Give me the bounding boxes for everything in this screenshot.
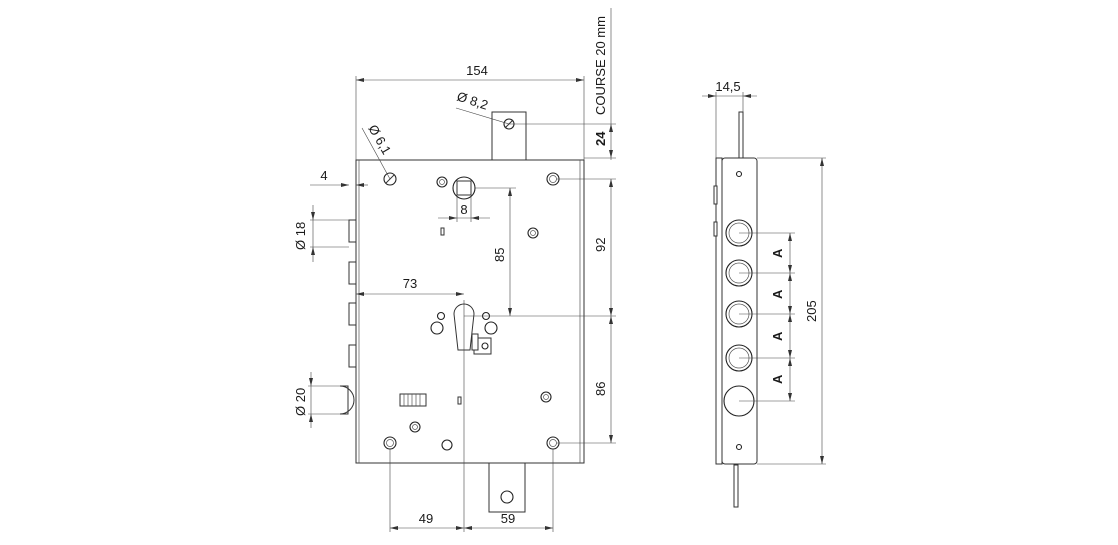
cylinder-screw-hole: [484, 321, 498, 335]
lock-side-view: [713, 111, 758, 508]
dim-8-label: 8: [460, 202, 467, 217]
pitch-a-label: A: [770, 248, 785, 258]
side-view-dimensions: 14,5 205 A A A A: [702, 79, 826, 465]
lock-front-view: [339, 111, 585, 513]
dim-4-label: 4: [320, 168, 327, 183]
cylinder-screw-hole: [430, 321, 444, 335]
square-spindle-hole: [456, 180, 472, 196]
top-rod: [738, 111, 744, 159]
bottom-strike-tab: [488, 461, 526, 513]
dim-49-label: 49: [419, 511, 433, 526]
dim-154-label: 154: [466, 63, 488, 78]
pitch-a-label: A: [770, 289, 785, 299]
dim-24-label: 24: [593, 131, 608, 146]
rivet: [527, 227, 539, 239]
fixing-hole: [383, 436, 397, 450]
rivet: [436, 176, 448, 188]
rivet: [540, 391, 552, 403]
pitch-a-label: A: [770, 374, 785, 384]
pitch-a-label: A: [770, 331, 785, 341]
bottom-rod: [733, 464, 739, 508]
dim-59-label: 59: [501, 511, 515, 526]
bottom-tab-hole: [500, 490, 514, 504]
rack-mechanism: [399, 393, 427, 407]
hole: [441, 439, 453, 451]
dim-73-label: 73: [403, 276, 417, 291]
d61-label: Ø 6,1: [365, 122, 394, 157]
rivet: [409, 421, 421, 433]
dim-205-label: 205: [804, 300, 819, 322]
dim-86-label: 86: [593, 382, 608, 396]
dim-14-5-label: 14,5: [715, 79, 740, 94]
d20-label: Ø 20: [293, 388, 308, 416]
course-label: COURSE 20 mm: [593, 16, 608, 115]
latch-bolt: [339, 385, 355, 415]
dim-85-label: 85: [492, 248, 507, 262]
d18-label: Ø 18: [293, 222, 308, 250]
dim-92-label: 92: [593, 238, 608, 252]
